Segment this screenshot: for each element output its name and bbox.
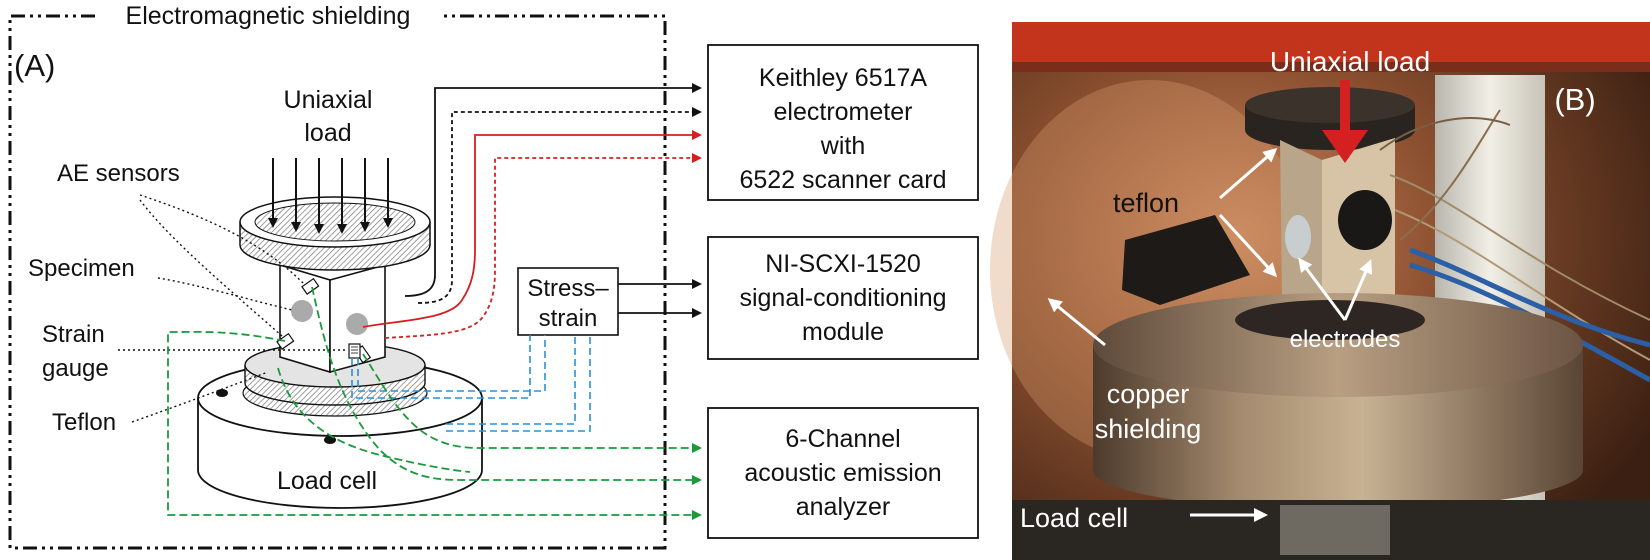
- shielding-frame: [8, 14, 667, 550]
- ni-line1: NI-SCXI-1520: [765, 250, 921, 278]
- stress-strain-line2: strain: [539, 305, 598, 332]
- wire-red-dotted: [384, 153, 702, 339]
- strain-gauge: [348, 343, 361, 359]
- ni-box: NI-SCXI-1520 signal-conditioning module: [707, 236, 979, 360]
- keithley-line2: electrometer: [774, 98, 913, 126]
- wire-black-dotted: [417, 107, 702, 304]
- upper-platen: [239, 196, 431, 271]
- keithley-line1: Keithley 6517A: [759, 64, 928, 92]
- photo-load-cell-label: Load cell: [1020, 503, 1128, 533]
- photo-uniaxial-load-label: Uniaxial load: [1270, 46, 1430, 77]
- wire-black-solid: [404, 83, 702, 297]
- panel-b-label: (B): [1554, 82, 1595, 117]
- keithley-line3: with: [820, 132, 865, 160]
- strain-gauge-wires: [351, 335, 591, 432]
- ae-box-line2: acoustic emission: [744, 459, 941, 487]
- shielding-label: Electromagnetic shielding: [126, 2, 411, 30]
- stress-strain-box: Stress– strain: [517, 267, 619, 336]
- ae-sensors-label: AE sensors: [57, 160, 180, 187]
- ae-box-line3: analyzer: [796, 493, 891, 521]
- specimen-label: Specimen: [28, 255, 135, 282]
- strain-label-line2: gauge: [42, 355, 109, 382]
- photo-copper-line2: shielding: [1095, 414, 1202, 444]
- photo-teflon-label: teflon: [1113, 188, 1179, 218]
- red-load-arrowhead: [1322, 130, 1368, 163]
- photo-electrodes-label: electrodes: [1290, 326, 1401, 353]
- ae-analyzer-box: 6-Channel acoustic emission analyzer: [707, 407, 979, 539]
- ni-line2: signal-conditioning: [739, 284, 946, 312]
- electrode-dot: [291, 300, 313, 322]
- ae-box-line1: 6-Channel: [785, 425, 900, 453]
- keithley-line4: 6522 scanner card: [739, 166, 946, 194]
- stress-strain-line1: Stress–: [527, 275, 609, 302]
- keithley-box: Keithley 6517A electrometer with 6522 sc…: [707, 44, 979, 201]
- teflon-label: Teflon: [52, 409, 116, 436]
- electrode-disk: [1338, 190, 1392, 250]
- load-cell-label: Load cell: [277, 467, 377, 495]
- ae-sensor: [276, 332, 295, 350]
- load-cell-bolt: [324, 436, 336, 444]
- strain-label-line1: Strain: [42, 321, 105, 348]
- ae-wires: [167, 286, 702, 520]
- photo-copper-line1: copper: [1107, 379, 1190, 409]
- load-label-line1: Uniaxial: [284, 86, 373, 114]
- load-label-line2: load: [304, 119, 351, 147]
- leader-lines: [118, 194, 346, 423]
- keithley-wires: [362, 83, 702, 339]
- stress-strain-arrows: [618, 279, 702, 318]
- specimen-drawing: [276, 263, 386, 374]
- load-cell-bolt: [216, 389, 228, 397]
- panel-a: Electromagnetic shielding (A) Load cell: [8, 2, 979, 550]
- red-frame-top: [1012, 22, 1650, 62]
- electrode-dot: [346, 313, 368, 335]
- panel-a-label: (A): [14, 48, 55, 83]
- panel-b-photo: Uniaxial load (B) teflon electrodes copp…: [990, 22, 1650, 560]
- ni-line3: module: [802, 318, 884, 346]
- wire-red-solid: [362, 130, 702, 328]
- white-arrows: [1047, 148, 1373, 522]
- load-arrows: [268, 158, 393, 234]
